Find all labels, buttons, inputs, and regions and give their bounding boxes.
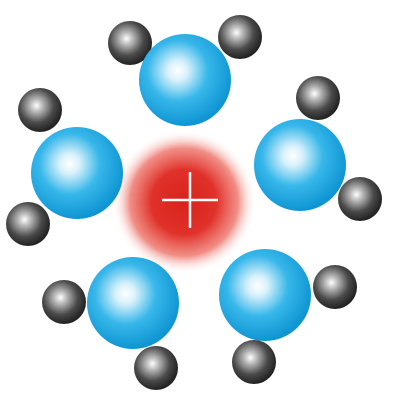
hydrogen-atom — [42, 280, 86, 324]
oxygen-atom — [87, 257, 179, 349]
water-molecule-top — [108, 15, 262, 126]
water-molecule-left — [6, 88, 123, 246]
plus-sign-icon — [162, 172, 218, 228]
central-ion — [112, 130, 256, 274]
hydrogen-atom — [108, 21, 152, 65]
water-molecule-right — [254, 76, 382, 221]
hydrogen-atom — [218, 15, 262, 59]
hydrogen-atom — [296, 76, 340, 120]
oxygen-atom — [219, 249, 311, 341]
hydrogen-atom — [18, 88, 62, 132]
hydrogen-atom — [338, 177, 382, 221]
water-molecule-bottom-left — [42, 257, 179, 390]
hydrogen-atom — [6, 202, 50, 246]
water-molecule-bottom-right — [219, 249, 357, 384]
oxygen-atom — [139, 34, 231, 126]
oxygen-atom — [254, 119, 346, 211]
hydrogen-atom — [313, 265, 357, 309]
hydrogen-atom — [232, 340, 276, 384]
hydrogen-atom — [134, 346, 178, 390]
central-ion-sphere — [112, 130, 256, 274]
oxygen-atom — [31, 127, 123, 219]
